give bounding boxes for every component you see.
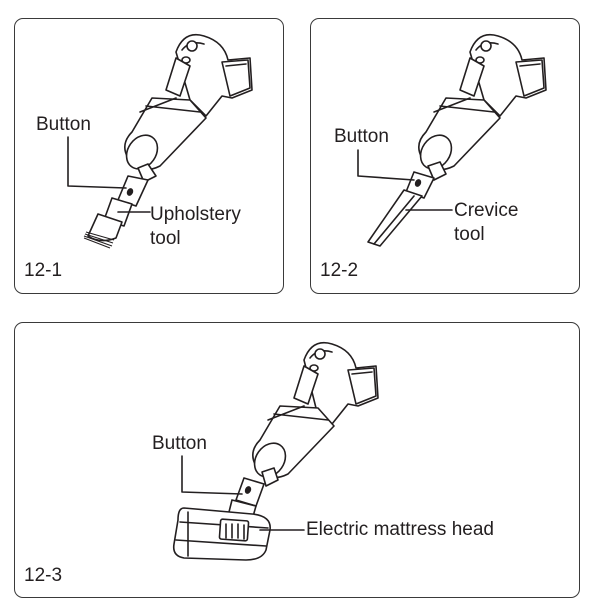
leader-lines-12-1 bbox=[67, 136, 151, 213]
leader-lines-12-2 bbox=[357, 149, 453, 211]
panel-number-12-3: 12-3 bbox=[24, 565, 63, 586]
upholstery-tool-label-line2: tool bbox=[150, 228, 181, 249]
button-label: Button bbox=[152, 433, 207, 454]
vacuum-crevice-illustration bbox=[367, 33, 547, 247]
button-label: Button bbox=[334, 126, 389, 147]
crevice-tool-label-line2: tool bbox=[454, 224, 485, 245]
electric-mattress-head-label: Electric mattress head bbox=[306, 519, 494, 540]
vacuum-upholstery-illustration bbox=[83, 33, 253, 249]
panel-number-12-2: 12-2 bbox=[320, 260, 359, 281]
crevice-tool-label: Crevice bbox=[454, 200, 519, 221]
button-label: Button bbox=[36, 114, 91, 135]
upholstery-tool-label: Upholstery bbox=[150, 204, 241, 225]
panel-number-12-1: 12-1 bbox=[24, 260, 63, 281]
